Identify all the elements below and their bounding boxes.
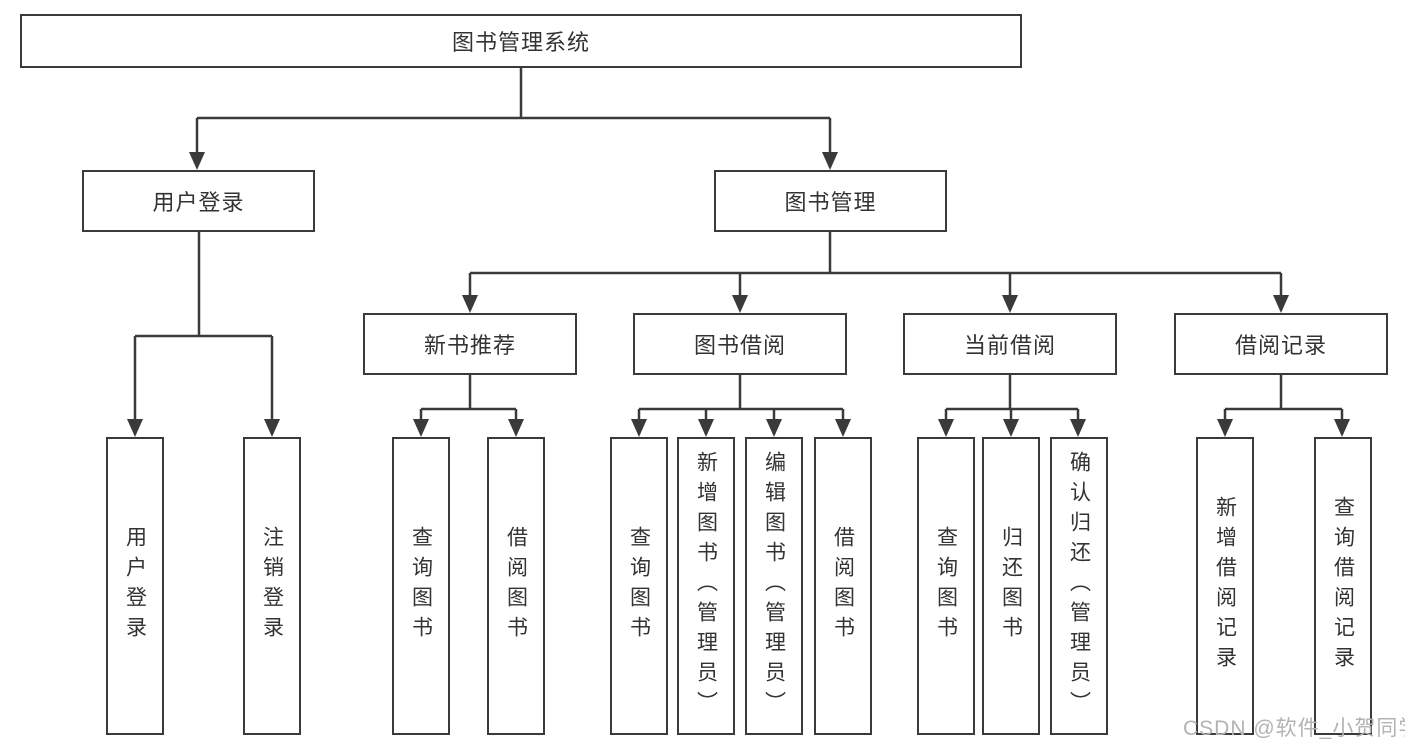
node-borrow-records: 借阅记录 xyxy=(1174,313,1388,375)
leaf-confirm-return-admin: 确认归还（管理员） xyxy=(1050,437,1108,735)
leaf-add-borrow-record: 新增借阅记录 xyxy=(1196,437,1254,735)
leaf-query-books-recommend: 查询图书 xyxy=(392,437,450,735)
leaf-borrow-books: 借阅图书 xyxy=(814,437,872,735)
node-library-system-root: 图书管理系统 xyxy=(20,14,1022,68)
leaf-return-books: 归还图书 xyxy=(982,437,1040,735)
leaf-user-login: 用户登录 xyxy=(106,437,164,735)
leaf-add-book-admin: 新增图书（管理员） xyxy=(677,437,735,735)
node-book-borrowing: 图书借阅 xyxy=(633,313,847,375)
leaf-query-books-borrowing: 查询图书 xyxy=(610,437,668,735)
node-new-book-recommend: 新书推荐 xyxy=(363,313,577,375)
leaf-query-borrow-record: 查询借阅记录 xyxy=(1314,437,1372,735)
arrowheads xyxy=(127,152,1350,437)
node-book-management: 图书管理 xyxy=(714,170,947,232)
node-user-login: 用户登录 xyxy=(82,170,315,232)
csdn-watermark: CSDN @软件_小贺同学 xyxy=(1183,717,1405,740)
leaf-logout-login: 注销登录 xyxy=(243,437,301,735)
node-current-borrowing: 当前借阅 xyxy=(903,313,1117,375)
leaf-borrow-books-recommend: 借阅图书 xyxy=(487,437,545,735)
leaf-query-books-current: 查询图书 xyxy=(917,437,975,735)
leaf-edit-book-admin: 编辑图书（管理员） xyxy=(745,437,803,735)
